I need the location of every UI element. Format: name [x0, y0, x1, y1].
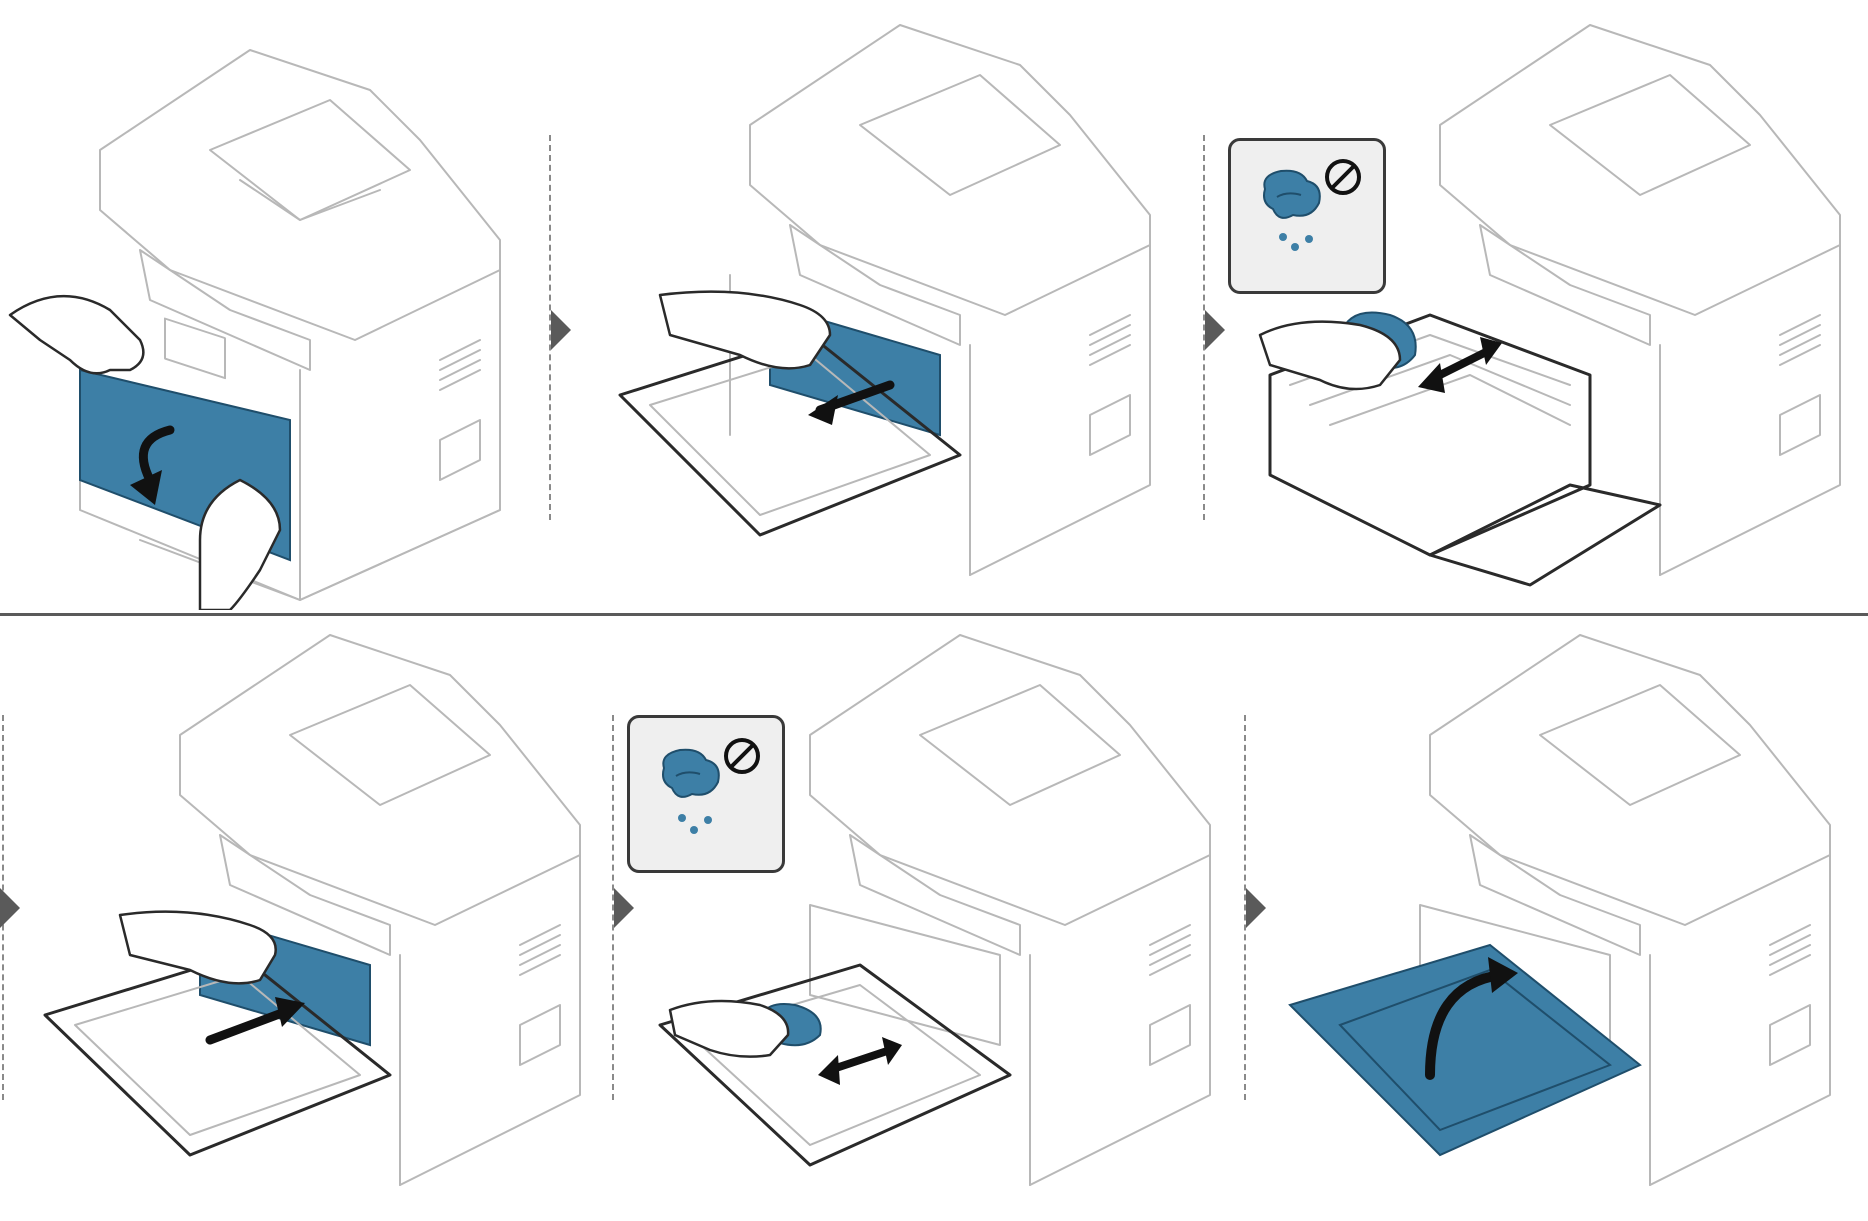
printer-illustration: [658, 634, 1211, 1186]
step-5-panel: [640, 625, 1240, 1221]
no-wet-cloth-icon: [662, 738, 760, 834]
no-wet-cloth-warning: [1228, 138, 1386, 294]
next-step-arrow: [1205, 310, 1225, 350]
step-1-panel: [0, 40, 520, 610]
step-2-panel: [610, 15, 1170, 615]
printer-illustration: [8, 49, 501, 610]
printer-illustration: [618, 24, 1151, 576]
row-divider: [0, 613, 1868, 616]
step-separator: [612, 715, 614, 1100]
step-6-panel: [1280, 625, 1865, 1221]
printer-illustration: [1288, 634, 1831, 1186]
step-3-panel: [1250, 15, 1860, 615]
no-wet-cloth-warning: [627, 715, 785, 873]
next-step-arrow: [1246, 888, 1266, 928]
printer-illustration: [43, 634, 581, 1186]
step-4-panel: [30, 625, 600, 1221]
no-wet-cloth-icon: [1263, 159, 1361, 251]
step-separator: [549, 135, 551, 520]
step-separator: [1244, 715, 1246, 1100]
next-step-arrow: [614, 888, 634, 928]
next-step-arrow: [0, 888, 20, 928]
printer-illustration: [1258, 24, 1841, 587]
next-step-arrow: [551, 310, 571, 350]
step-separator: [1203, 135, 1205, 520]
